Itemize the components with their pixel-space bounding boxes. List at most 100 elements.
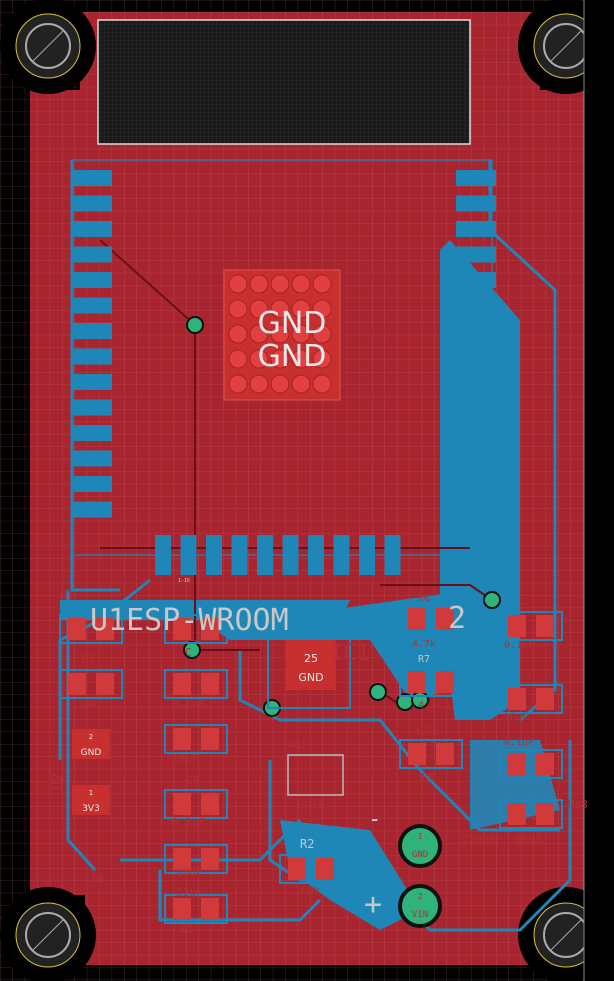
thermal-via bbox=[249, 274, 269, 294]
c-right-3-value: 0.1uF bbox=[504, 737, 534, 748]
r6-value: 4.7k bbox=[412, 639, 436, 650]
module-pad bbox=[456, 195, 496, 212]
thermal-pad[interactable]: GND GND bbox=[223, 269, 341, 401]
c-mid-value: 10uF bbox=[176, 866, 203, 879]
ic1-footprint[interactable]: 25 GND IC1 bbox=[267, 627, 370, 709]
module-pad bbox=[456, 501, 496, 518]
module-pad bbox=[72, 272, 112, 288]
thermal-via bbox=[312, 274, 332, 294]
board-edge-right bbox=[584, 0, 614, 981]
r7-value: 4.7k bbox=[418, 700, 442, 711]
r1-label: R1 bbox=[60, 589, 73, 602]
via bbox=[186, 316, 204, 334]
smd-part bbox=[499, 749, 563, 779]
smd-part bbox=[399, 604, 463, 634]
module-pad bbox=[72, 374, 112, 390]
thermal-via bbox=[291, 374, 311, 394]
thermal-via bbox=[312, 374, 332, 394]
smd-part bbox=[59, 669, 123, 699]
cap-value: 2200PF, 0603 bbox=[462, 833, 541, 846]
ic1-pad-number: 25 bbox=[304, 652, 318, 665]
module-pad bbox=[456, 323, 496, 339]
thermal-via bbox=[228, 299, 248, 319]
antenna-keepout bbox=[97, 19, 471, 145]
u2-label: U2 bbox=[50, 773, 66, 790]
smd-part bbox=[164, 894, 228, 924]
module-pad bbox=[257, 535, 273, 575]
r8-value: 4.7k bbox=[414, 726, 438, 737]
smd-part bbox=[164, 669, 228, 699]
module-label: U1ESP-WROOM bbox=[90, 603, 289, 638]
r8-label: R8 bbox=[422, 772, 434, 783]
module-pad bbox=[333, 535, 350, 575]
c-right-value: 0.1uF bbox=[504, 640, 534, 651]
connector-pin2-net: VIN bbox=[412, 910, 428, 920]
ic1-label: IC1 bbox=[330, 641, 370, 666]
thermal-via bbox=[291, 324, 311, 344]
module-pad bbox=[180, 535, 197, 575]
us1-footprint[interactable]: US1 LV751 bbox=[287, 741, 344, 811]
smd-part bbox=[499, 611, 563, 641]
module-pad bbox=[72, 399, 112, 416]
smd-part bbox=[164, 614, 228, 644]
thermal-pad-label-2: GND bbox=[258, 339, 327, 374]
connector-pin1-number: 1 bbox=[418, 832, 423, 841]
smd-part bbox=[164, 724, 228, 754]
d1-label: D1 bbox=[92, 872, 105, 885]
c1-value: 10uF bbox=[504, 712, 528, 723]
r7-label: R7 bbox=[418, 654, 430, 665]
thermal-via bbox=[312, 349, 332, 369]
u2-pad2-net: GND bbox=[81, 748, 102, 758]
module-pad bbox=[282, 535, 299, 575]
connector-pin2-number: 2 bbox=[418, 892, 423, 901]
module-pad bbox=[456, 374, 496, 390]
smd-part bbox=[164, 844, 228, 874]
u2-regulator[interactable]: 2 GND 1 3V3 U2 bbox=[50, 729, 110, 815]
r2-label: R2 bbox=[300, 837, 314, 851]
smd-part bbox=[59, 614, 123, 644]
thermal-via bbox=[270, 274, 290, 294]
module-pad bbox=[72, 501, 112, 518]
module-pad bbox=[72, 323, 112, 339]
module-pad bbox=[456, 221, 496, 237]
module-pad bbox=[231, 535, 248, 575]
power-connector[interactable]: 1 GND 2 VIN - + bbox=[364, 807, 442, 928]
via-label: 1-16 bbox=[178, 578, 190, 584]
smd-part bbox=[279, 854, 343, 884]
smd-part bbox=[499, 684, 563, 714]
module-pad bbox=[72, 450, 112, 467]
thermal-via bbox=[312, 324, 332, 344]
module-pad bbox=[359, 535, 375, 575]
thermal-via bbox=[270, 299, 290, 319]
via bbox=[483, 591, 501, 609]
thermal-via bbox=[270, 374, 290, 394]
vias bbox=[183, 316, 501, 717]
silkscreen-labels: U1ESP-WROOM 2 R1 R3 10k C 0.1uF R6 4.7k … bbox=[60, 578, 588, 935]
module-pad bbox=[72, 195, 112, 212]
thermal-pad-label-1: GND bbox=[258, 306, 327, 341]
module-pad bbox=[456, 425, 496, 441]
c-right-label: C bbox=[520, 597, 526, 608]
r6-label: R6 bbox=[418, 593, 430, 604]
thermal-via bbox=[249, 299, 269, 319]
esp-wroom-module[interactable] bbox=[71, 159, 496, 575]
thermal-via bbox=[228, 349, 248, 369]
thermal-via bbox=[270, 324, 290, 344]
u2-pad1-number: 1 bbox=[89, 789, 93, 797]
module-pads-right bbox=[456, 170, 496, 518]
u3-label: U$3 bbox=[568, 798, 588, 811]
u2-pad2-number: 2 bbox=[89, 733, 93, 741]
module-pad bbox=[155, 535, 171, 575]
u2-pad1-net: 3V3 bbox=[82, 804, 100, 814]
thermal-via bbox=[249, 324, 269, 344]
c-label: C bbox=[185, 646, 192, 659]
module-pad bbox=[72, 170, 112, 186]
module-pad bbox=[456, 170, 496, 186]
ic1-pad-net: GND bbox=[298, 671, 323, 684]
smd-part bbox=[164, 789, 228, 819]
module-pad bbox=[72, 348, 112, 365]
mounting-hole-top-left bbox=[0, 0, 96, 94]
module-pad bbox=[72, 221, 112, 237]
module-pad bbox=[456, 399, 496, 416]
